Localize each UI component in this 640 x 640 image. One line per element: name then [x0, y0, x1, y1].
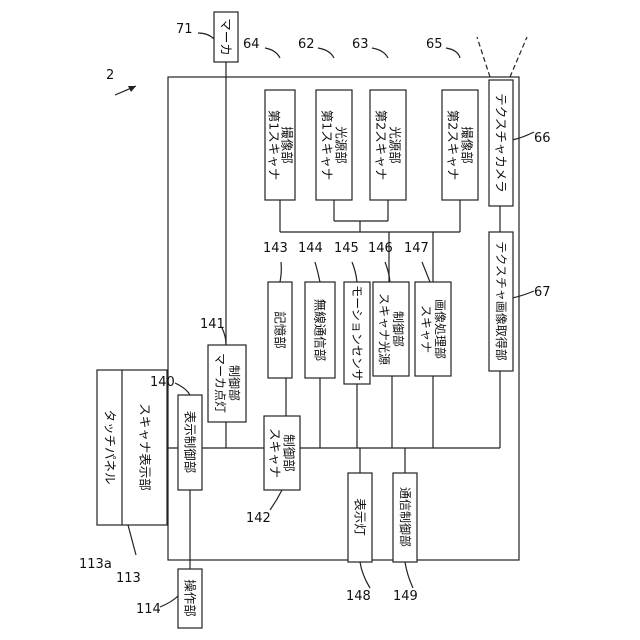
- svg-text:無線通信部: 無線通信部: [313, 299, 328, 362]
- svg-text:光源部: 光源部: [334, 126, 349, 164]
- block-wireless: 無線通信部: [305, 282, 335, 378]
- block-motion-sensor: モーションセンサ: [344, 282, 370, 384]
- block-texture-acquisition: テクスチャ画像取得部: [489, 232, 513, 371]
- leader-line: [270, 490, 282, 510]
- svg-text:表示制御部: 表示制御部: [183, 411, 198, 474]
- leader-line: [422, 262, 430, 282]
- svg-text:スキャナ: スキャナ: [268, 428, 283, 478]
- ref-141: 141: [200, 317, 225, 332]
- block-scanner1-imaging: 第1スキャナ 撮像部: [265, 90, 295, 200]
- block-light-control: スキャナ光源 制御部: [373, 282, 409, 376]
- svg-text:撮像部: 撮像部: [460, 126, 475, 164]
- svg-text:マーカ: マーカ: [219, 18, 234, 56]
- svg-text:第2スキャナ: 第2スキャナ: [374, 110, 389, 180]
- block-texture-camera: テクスチャカメラ: [489, 80, 513, 206]
- svg-text:スキャナ光源: スキャナ光源: [377, 293, 391, 365]
- ref-146: 146: [368, 241, 393, 256]
- ref-144: 144: [298, 241, 323, 256]
- leader-line: [128, 525, 136, 555]
- touch-panel-label: タッチパネル: [103, 409, 118, 484]
- svg-text:マーカ点灯: マーカ点灯: [213, 353, 227, 413]
- device-ref: 2: [106, 68, 114, 83]
- block-scanner2-light: 第2スキャナ 光源部: [370, 90, 406, 200]
- leader-line: [318, 48, 334, 58]
- svg-text:制御部: 制御部: [282, 434, 297, 472]
- ref-66: 66: [534, 131, 551, 146]
- leader-line: [175, 383, 190, 395]
- ref-67: 67: [534, 285, 551, 300]
- block-display-control: 表示制御部: [178, 395, 202, 490]
- leader-line: [160, 596, 178, 607]
- block-scanner-control: スキャナ 制御部: [264, 416, 300, 490]
- leader-line: [315, 262, 320, 282]
- svg-text:スキャナ: スキャナ: [419, 305, 433, 353]
- svg-text:テクスチャカメラ: テクスチャカメラ: [494, 93, 509, 193]
- svg-text:通信制御部: 通信制御部: [398, 487, 413, 547]
- ref-65: 65: [426, 37, 443, 52]
- block-comm-control: 通信制御部: [393, 473, 417, 562]
- svg-text:記憶部: 記憶部: [273, 311, 288, 349]
- svg-text:制御部: 制御部: [227, 365, 242, 401]
- ref-149: 149: [393, 589, 418, 604]
- svg-text:モーションセンサ: モーションセンサ: [350, 285, 364, 381]
- leader-line: [372, 48, 388, 58]
- block-image-processing: スキャナ 画像処理部: [415, 282, 451, 376]
- ref-62: 62: [298, 37, 315, 52]
- leader-line: [360, 562, 370, 588]
- leader-line: [446, 48, 460, 58]
- svg-text:第1スキャナ: 第1スキャナ: [320, 110, 335, 180]
- svg-text:操作部: 操作部: [183, 579, 198, 617]
- svg-text:テクスチャ画像取得部: テクスチャ画像取得部: [494, 241, 509, 361]
- svg-text:撮像部: 撮像部: [280, 126, 295, 164]
- ref-114: 114: [136, 602, 161, 617]
- ref-148: 148: [346, 589, 371, 604]
- block-storage: 記憶部: [268, 282, 292, 378]
- camera-view-line: [477, 37, 490, 77]
- ref-63: 63: [352, 37, 369, 52]
- block-marker-light-control: マーカ点灯 制御部: [208, 345, 246, 422]
- leader-line: [265, 48, 280, 58]
- scanner-display-label: スキャナ表示部: [138, 403, 153, 491]
- ref-145: 145: [334, 241, 359, 256]
- leader-line: [512, 132, 534, 140]
- svg-text:画像処理部: 画像処理部: [433, 299, 448, 359]
- ref-143: 143: [263, 241, 288, 256]
- block-touch-panel-display: タッチパネル スキャナ表示部: [97, 370, 167, 525]
- leader-line: [280, 262, 281, 282]
- ref-147: 147: [404, 241, 429, 256]
- block-operation: 操作部: [178, 569, 202, 628]
- camera-view-line: [510, 37, 527, 77]
- leader-line: [405, 562, 413, 588]
- ref-113: 113: [116, 571, 141, 586]
- svg-text:第1スキャナ: 第1スキャナ: [267, 110, 282, 180]
- ref-64: 64: [243, 37, 260, 52]
- leader-line: [512, 291, 534, 298]
- svg-text:光源部: 光源部: [388, 126, 403, 164]
- block-scanner1-light: 第1スキャナ 光源部: [316, 90, 352, 200]
- svg-text:第2スキャナ: 第2スキャナ: [446, 110, 461, 180]
- svg-text:表示灯: 表示灯: [353, 498, 368, 536]
- block-scanner2-imaging: 第2スキャナ 撮像部: [442, 90, 478, 200]
- ref-113a: 113a: [79, 557, 112, 572]
- block-marker: マーカ: [214, 12, 238, 62]
- ref-142: 142: [246, 511, 271, 526]
- ref-71: 71: [176, 22, 193, 37]
- ref-140: 140: [150, 375, 175, 390]
- leader-line: [352, 262, 357, 282]
- svg-text:制御部: 制御部: [391, 311, 406, 347]
- leader-line: [198, 33, 214, 39]
- block-indicator-lamp: 表示灯: [348, 473, 372, 562]
